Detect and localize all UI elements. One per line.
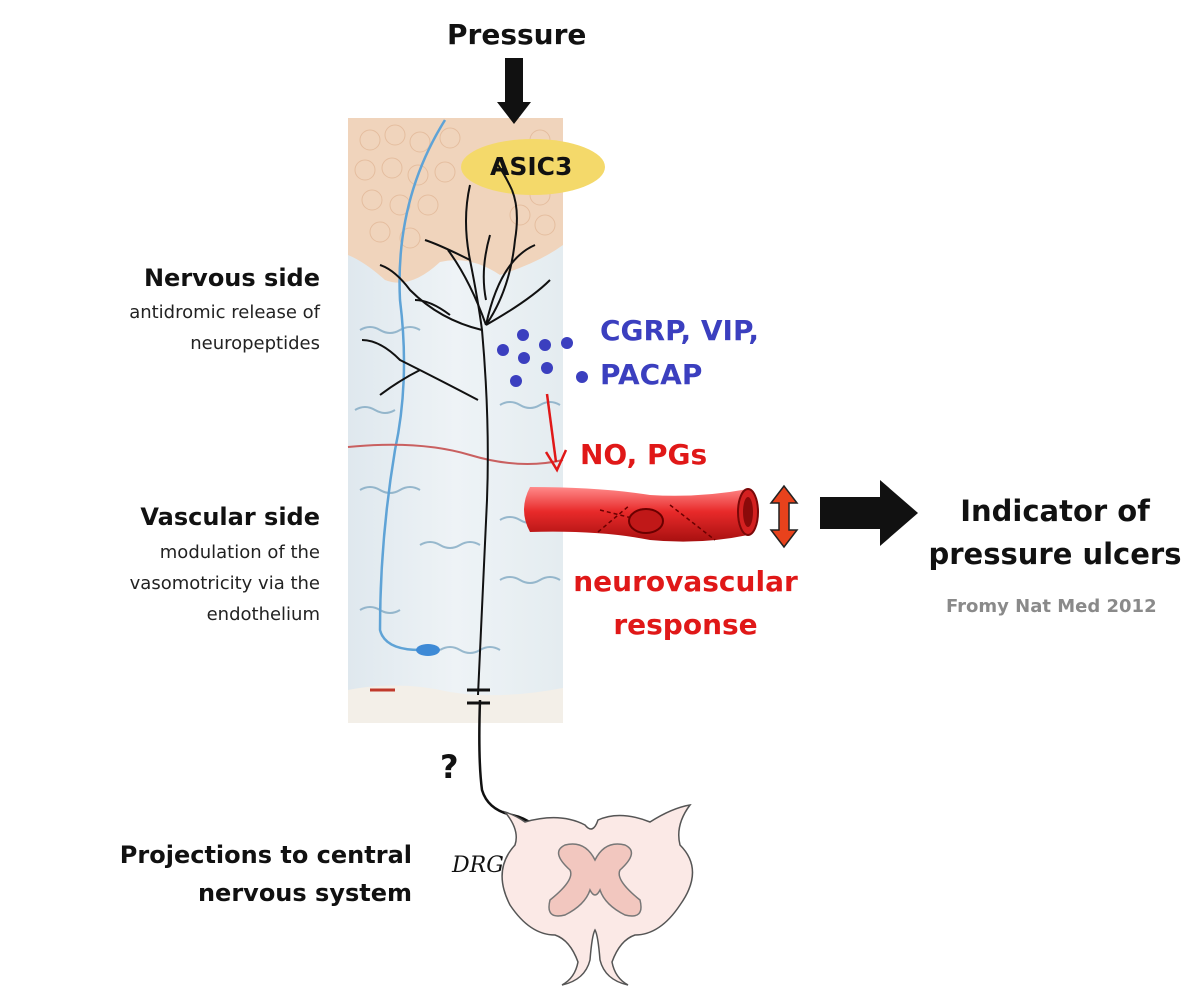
neuropeptides-line: PACAP: [600, 358, 703, 391]
sensory-nerve: [361, 164, 551, 696]
citation: Fromy Nat Med 2012: [946, 596, 1157, 617]
nervous-desc-line: neuropeptides: [190, 333, 320, 354]
pressure-arrow: [497, 58, 531, 124]
vascular-side-title: Vascular side: [140, 503, 320, 531]
vascular-desc-line: vasomotricity via the: [129, 573, 320, 594]
nervous-side-title: Nervous side: [143, 264, 320, 292]
projections-line: nervous system: [197, 879, 412, 907]
drg-label: DRG: [452, 853, 504, 878]
outcome-arrow: [820, 480, 918, 546]
vascular-desc-line: endothelium: [206, 604, 320, 625]
asic3-label: ASIC3: [490, 152, 573, 181]
vascular-desc-line: modulation of the: [159, 542, 320, 563]
pressure-label: Pressure: [447, 18, 587, 51]
outcome-line: Indicator of: [960, 494, 1150, 528]
blood-vessel: [524, 487, 759, 542]
outcome-line: pressure ulcers: [928, 537, 1182, 571]
skin-section: [347, 118, 565, 723]
vascular-side-description: modulation of the vasomotricity via the …: [130, 537, 320, 630]
projections-label: Projections to central nervous system: [120, 836, 412, 912]
spinal-cord: [501, 803, 694, 986]
nervous-side-description: antidromic release of neuropeptides: [129, 297, 320, 359]
neurovascular-response-label: neurovascular response: [573, 560, 798, 646]
release-arrow: [544, 393, 568, 473]
outcome-label: Indicator of pressure ulcers: [925, 490, 1185, 576]
asic3-receptor: [461, 139, 605, 195]
nervous-desc-line: antidromic release of: [129, 302, 320, 323]
projections-line: Projections to central: [119, 841, 412, 869]
neuropeptides-label: CGRP, VIP, PACAP: [600, 309, 759, 397]
neuropeptides-line: CGRP, VIP,: [600, 314, 759, 347]
response-line: neurovascular: [573, 565, 798, 598]
unknown-link-mark: ?: [440, 748, 459, 786]
neuropeptide-dots: [497, 329, 588, 387]
mediators-label: NO, PGs: [580, 438, 708, 471]
response-line: response: [613, 608, 758, 641]
vasomotion-arrow: [769, 484, 799, 549]
